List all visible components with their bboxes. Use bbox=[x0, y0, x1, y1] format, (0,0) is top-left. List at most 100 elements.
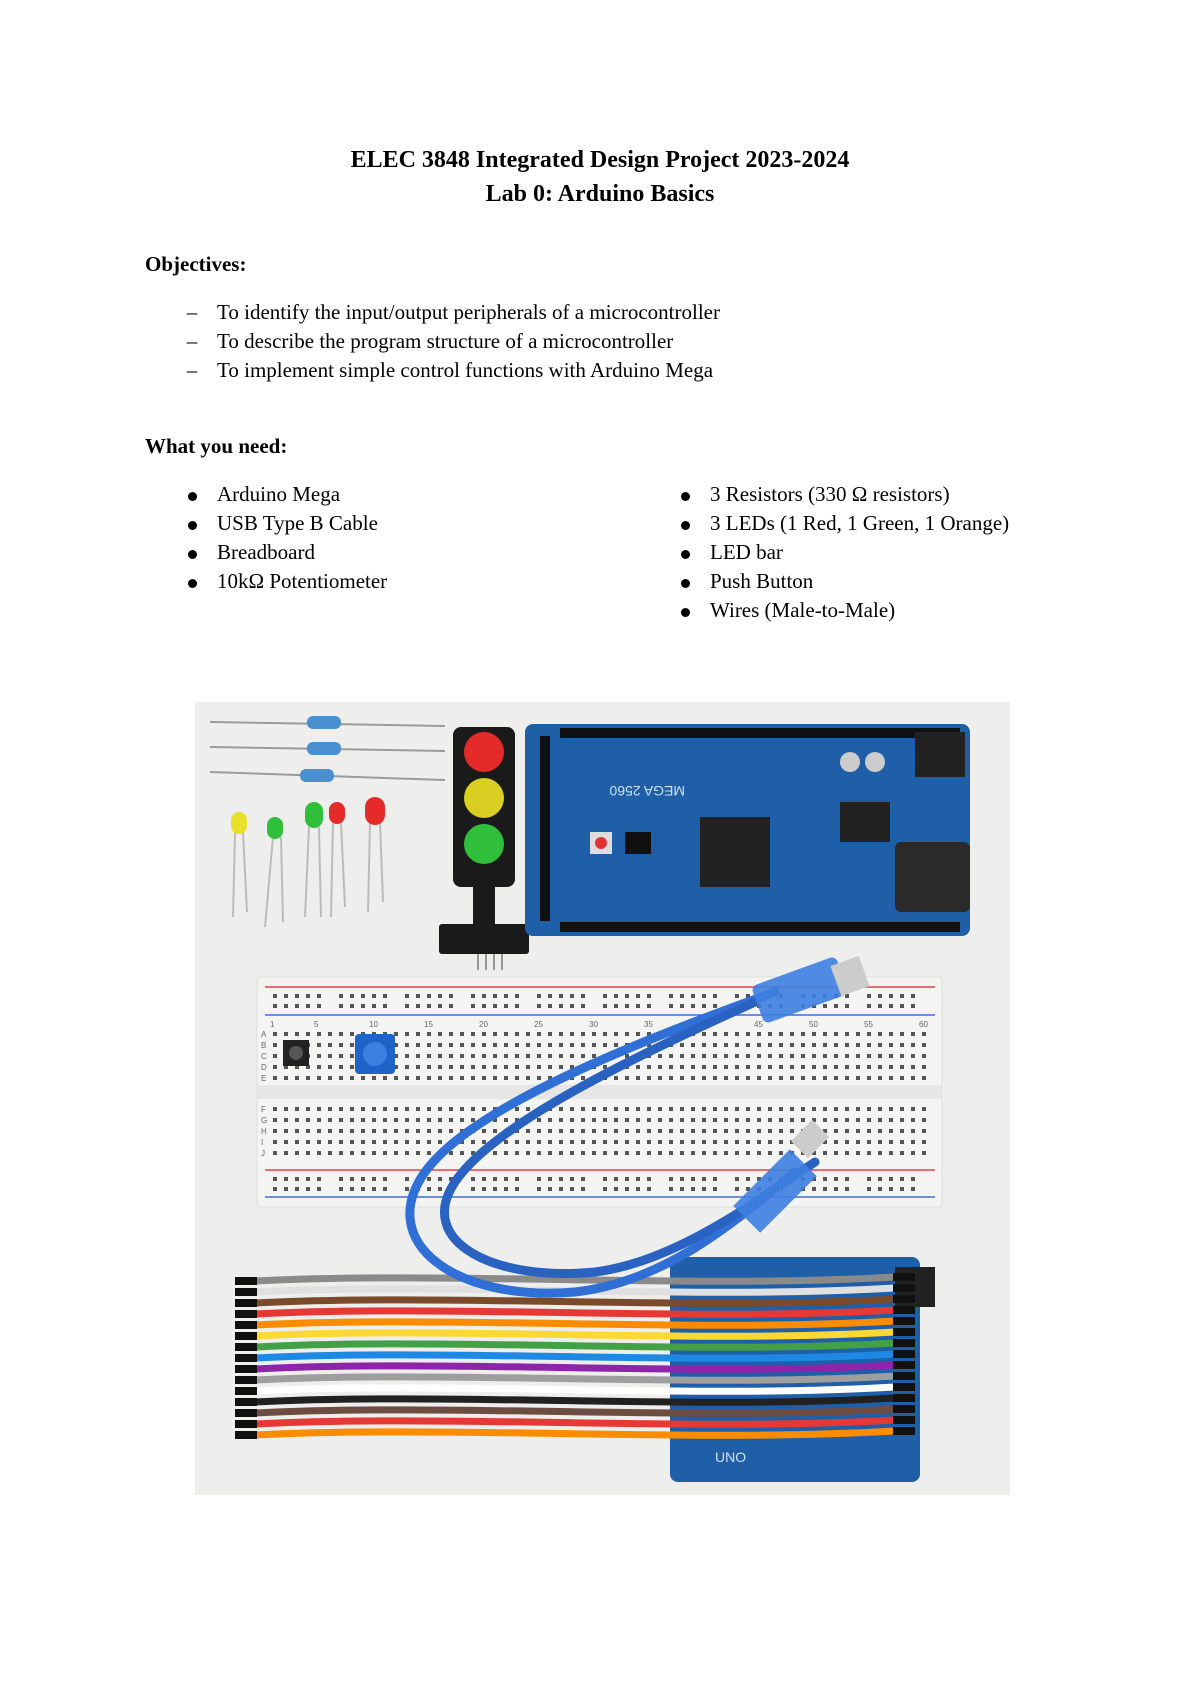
breadboard-hole bbox=[273, 1129, 277, 1133]
breadboard-hole bbox=[812, 1151, 816, 1155]
breadboard-hole bbox=[328, 1054, 332, 1058]
breadboard-hole bbox=[834, 1076, 838, 1080]
jumper-wire bbox=[254, 1295, 896, 1307]
breadboard-hole bbox=[735, 1065, 739, 1069]
breadboard-hole bbox=[350, 994, 354, 998]
breadboard-hole bbox=[559, 1118, 563, 1122]
breadboard-hole bbox=[823, 1118, 827, 1122]
jumper-wire-end bbox=[893, 1328, 915, 1336]
breadboard-hole bbox=[537, 1177, 541, 1181]
breadboard-hole bbox=[493, 1065, 497, 1069]
led-traffic-light-module bbox=[439, 727, 529, 970]
bullet-icon bbox=[187, 578, 197, 588]
jumper-wire bbox=[254, 1361, 896, 1373]
breadboard-hole bbox=[713, 1054, 717, 1058]
breadboard-hole bbox=[724, 1043, 728, 1047]
breadboard-hole bbox=[911, 1177, 915, 1181]
breadboard-hole bbox=[460, 1118, 464, 1122]
breadboard-hole bbox=[559, 1107, 563, 1111]
breadboard-hole bbox=[790, 1076, 794, 1080]
breadboard-hole bbox=[636, 994, 640, 998]
breadboard-hole bbox=[889, 1032, 893, 1036]
breadboard-hole bbox=[746, 1140, 750, 1144]
breadboard-hole bbox=[812, 1054, 816, 1058]
breadboard-hole bbox=[317, 1129, 321, 1133]
breadboard-hole bbox=[724, 1129, 728, 1133]
breadboard-hole bbox=[394, 1065, 398, 1069]
breadboard-hole bbox=[900, 1118, 904, 1122]
breadboard-hole bbox=[438, 1118, 442, 1122]
breadboard-hole bbox=[603, 1118, 607, 1122]
jumper-wire-end bbox=[235, 1420, 257, 1428]
breadboard-hole bbox=[515, 1177, 519, 1181]
breadboard-hole bbox=[317, 1065, 321, 1069]
breadboard-hole bbox=[922, 1054, 926, 1058]
breadboard-hole bbox=[328, 1032, 332, 1036]
breadboard-hole bbox=[394, 1054, 398, 1058]
breadboard-hole bbox=[515, 1004, 519, 1008]
breadboard-hole bbox=[471, 1187, 475, 1191]
breadboard-hole bbox=[845, 1140, 849, 1144]
breadboard-column-label: 60 bbox=[919, 1020, 928, 1029]
breadboard-hole bbox=[867, 1054, 871, 1058]
breadboard-hole bbox=[471, 1076, 475, 1080]
breadboard-hole bbox=[636, 1076, 640, 1080]
breadboard-hole bbox=[680, 1004, 684, 1008]
breadboard-hole bbox=[911, 1065, 915, 1069]
breadboard-hole bbox=[900, 1151, 904, 1155]
breadboard-hole bbox=[713, 1151, 717, 1155]
breadboard-hole bbox=[625, 1054, 629, 1058]
breadboard-hole bbox=[889, 1118, 893, 1122]
breadboard-hole bbox=[504, 1032, 508, 1036]
breadboard-hole bbox=[603, 1032, 607, 1036]
breadboard-hole bbox=[438, 1177, 442, 1181]
breadboard-hole bbox=[570, 1107, 574, 1111]
list-item: Wires (Male-to-Male) bbox=[675, 596, 1009, 625]
jumper-wire bbox=[254, 1405, 896, 1417]
breadboard-hole bbox=[724, 1140, 728, 1144]
breadboard-hole bbox=[834, 1043, 838, 1047]
breadboard-hole bbox=[559, 1043, 563, 1047]
breadboard-hole bbox=[295, 1151, 299, 1155]
breadboard-hole bbox=[625, 994, 629, 998]
breadboard-hole bbox=[438, 1076, 442, 1080]
breadboard-hole bbox=[592, 1043, 596, 1047]
breadboard-hole bbox=[548, 1004, 552, 1008]
breadboard-hole bbox=[680, 1118, 684, 1122]
breadboard-hole bbox=[823, 1151, 827, 1155]
breadboard-hole bbox=[460, 1043, 464, 1047]
breadboard-hole bbox=[922, 1118, 926, 1122]
breadboard-hole bbox=[823, 1107, 827, 1111]
bullet-icon bbox=[187, 491, 197, 501]
breadboard-hole bbox=[658, 1129, 662, 1133]
breadboard-hole bbox=[394, 1151, 398, 1155]
breadboard-hole bbox=[317, 1004, 321, 1008]
breadboard-hole bbox=[735, 1076, 739, 1080]
breadboard-hole bbox=[295, 1004, 299, 1008]
breadboard-hole bbox=[922, 1140, 926, 1144]
breadboard-hole bbox=[592, 1032, 596, 1036]
breadboard-hole bbox=[746, 1076, 750, 1080]
breadboard-hole bbox=[680, 1151, 684, 1155]
breadboard-hole bbox=[691, 1140, 695, 1144]
breadboard-hole bbox=[559, 1004, 563, 1008]
breadboard-hole bbox=[834, 1187, 838, 1191]
breadboard-hole bbox=[416, 1054, 420, 1058]
breadboard-hole bbox=[273, 1032, 277, 1036]
breadboard-hole bbox=[581, 1151, 585, 1155]
breadboard-hole bbox=[449, 1151, 453, 1155]
breadboard-hole bbox=[361, 1118, 365, 1122]
breadboard-hole bbox=[504, 1187, 508, 1191]
breadboard-hole bbox=[350, 1177, 354, 1181]
breadboard-hole bbox=[581, 1140, 585, 1144]
jumper-wire bbox=[254, 1427, 896, 1439]
breadboard-hole bbox=[680, 1140, 684, 1144]
breadboard-hole bbox=[537, 1129, 541, 1133]
breadboard-hole bbox=[273, 1004, 277, 1008]
breadboard-hole bbox=[603, 1065, 607, 1069]
breadboard-hole bbox=[504, 1118, 508, 1122]
breadboard-hole bbox=[460, 1151, 464, 1155]
breadboard-hole bbox=[427, 1054, 431, 1058]
breadboard-hole bbox=[735, 1129, 739, 1133]
